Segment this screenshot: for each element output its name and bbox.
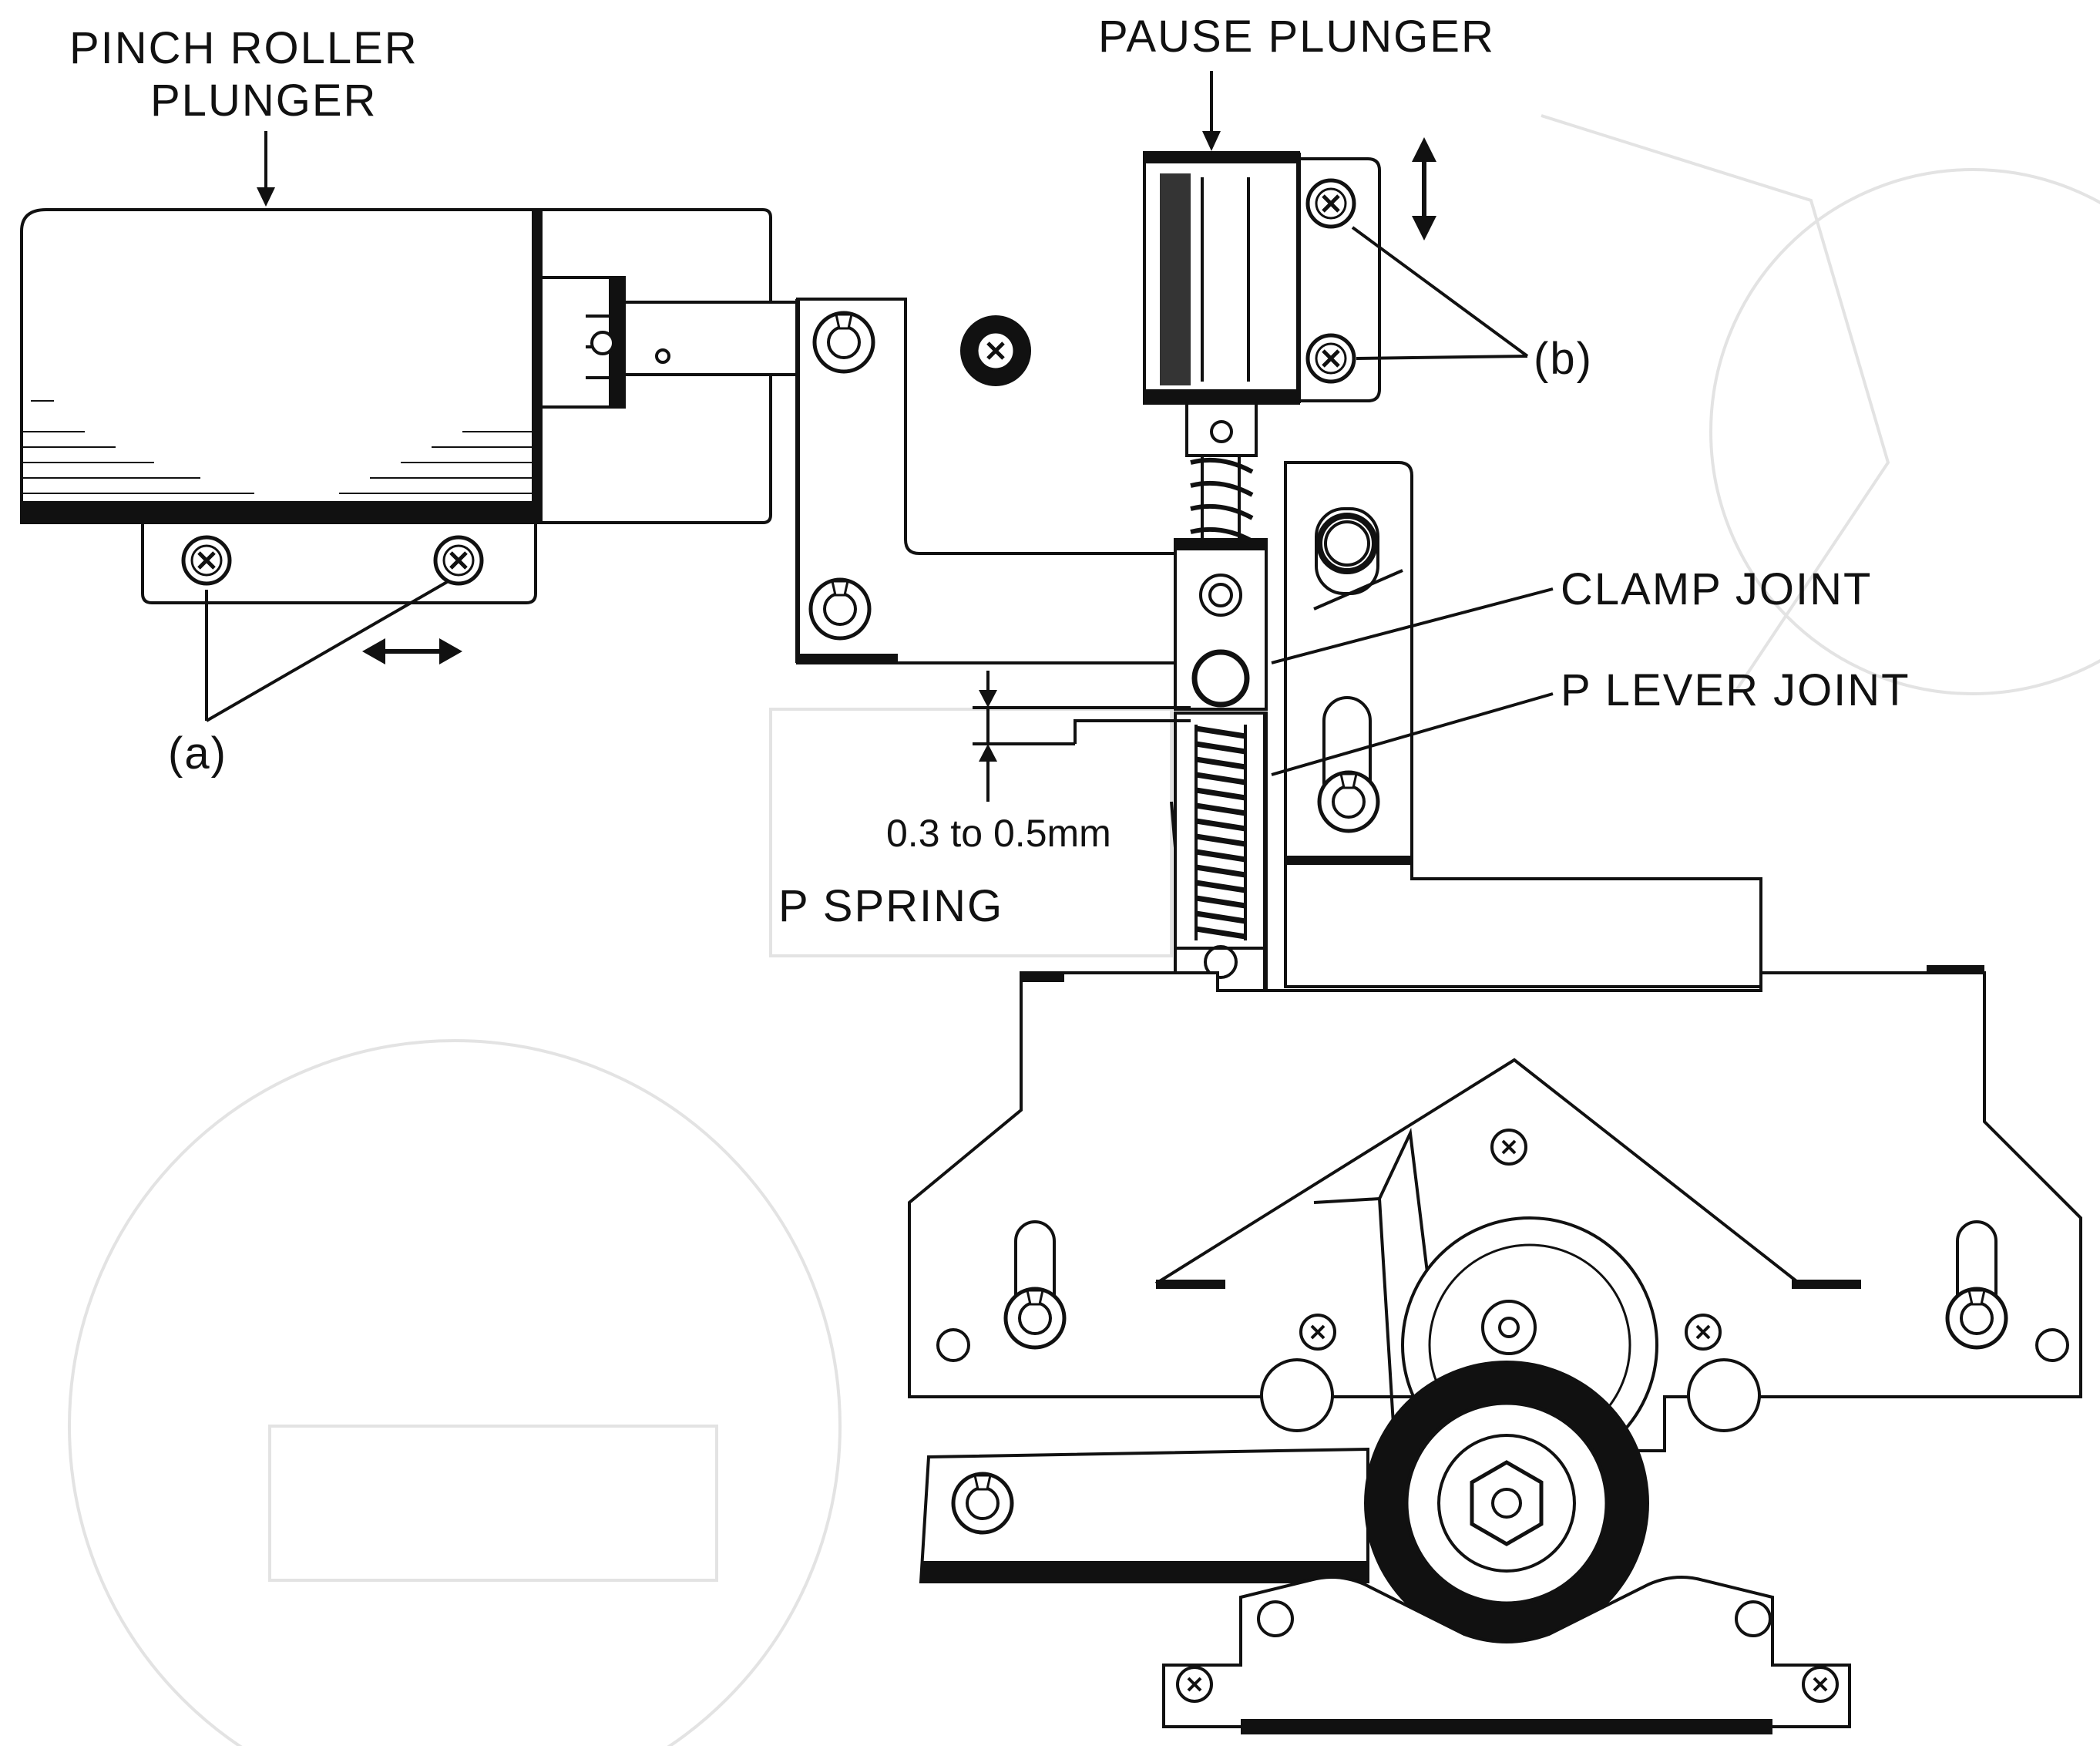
screws-a-label: (a) bbox=[168, 728, 227, 779]
p-spring-label: P SPRING bbox=[778, 881, 1003, 931]
pause-plunger-label: PAUSE PLUNGER bbox=[1098, 12, 1495, 62]
e-clip-lower-icon bbox=[811, 580, 869, 638]
screw-chassis-left-icon bbox=[1299, 1314, 1336, 1351]
labels: PINCH ROLLER PLUNGER PAUSE PLUNGER (b) (… bbox=[69, 12, 1910, 931]
screw-chassis-right-icon bbox=[1685, 1314, 1722, 1351]
screw-bracket-right-icon bbox=[1802, 1666, 1839, 1703]
screw-a-left-icon bbox=[183, 537, 230, 584]
screw-chassis-top-icon bbox=[1490, 1129, 1527, 1166]
gap-dimension-label: 0.3 to 0.5mm bbox=[886, 812, 1111, 855]
screw-a-right-icon bbox=[435, 537, 482, 584]
e-clip-pinch-arm-icon bbox=[953, 1474, 1012, 1532]
dark-screw-icon bbox=[960, 315, 1031, 386]
e-clip-upper-icon bbox=[815, 313, 873, 372]
screw-bracket-left-icon bbox=[1176, 1666, 1213, 1703]
pinch-roller-plunger-label-line2: PLUNGER bbox=[150, 76, 377, 126]
pinch-roller-plunger-label-line1: PINCH ROLLER bbox=[69, 23, 418, 73]
background-ghost bbox=[68, 114, 2100, 1746]
e-clip-chassis-right-icon bbox=[1947, 1289, 2006, 1347]
screws-b-label: (b) bbox=[1534, 334, 1593, 384]
e-clip-chassis-left-icon bbox=[1006, 1289, 1064, 1347]
clamp-joint-label: CLAMP JOINT bbox=[1561, 564, 1872, 614]
double-arrow-horizontal-icon bbox=[362, 638, 462, 664]
p-lever-assembly bbox=[1174, 461, 1762, 992]
screw-b-lower-icon bbox=[1308, 335, 1354, 382]
pause-plunger bbox=[1143, 137, 1436, 543]
leader-lines bbox=[205, 71, 1554, 776]
p-lever-joint-label: P LEVER JOINT bbox=[1561, 665, 1910, 715]
screw-b-upper-icon bbox=[1308, 180, 1354, 227]
double-arrow-vertical-icon bbox=[1412, 137, 1436, 241]
pinch-roller-plunger bbox=[20, 208, 849, 664]
gap-dimension-marker bbox=[973, 671, 1191, 849]
main-chassis bbox=[908, 965, 2082, 1734]
e-clip-p-lever-icon bbox=[1319, 772, 1378, 831]
